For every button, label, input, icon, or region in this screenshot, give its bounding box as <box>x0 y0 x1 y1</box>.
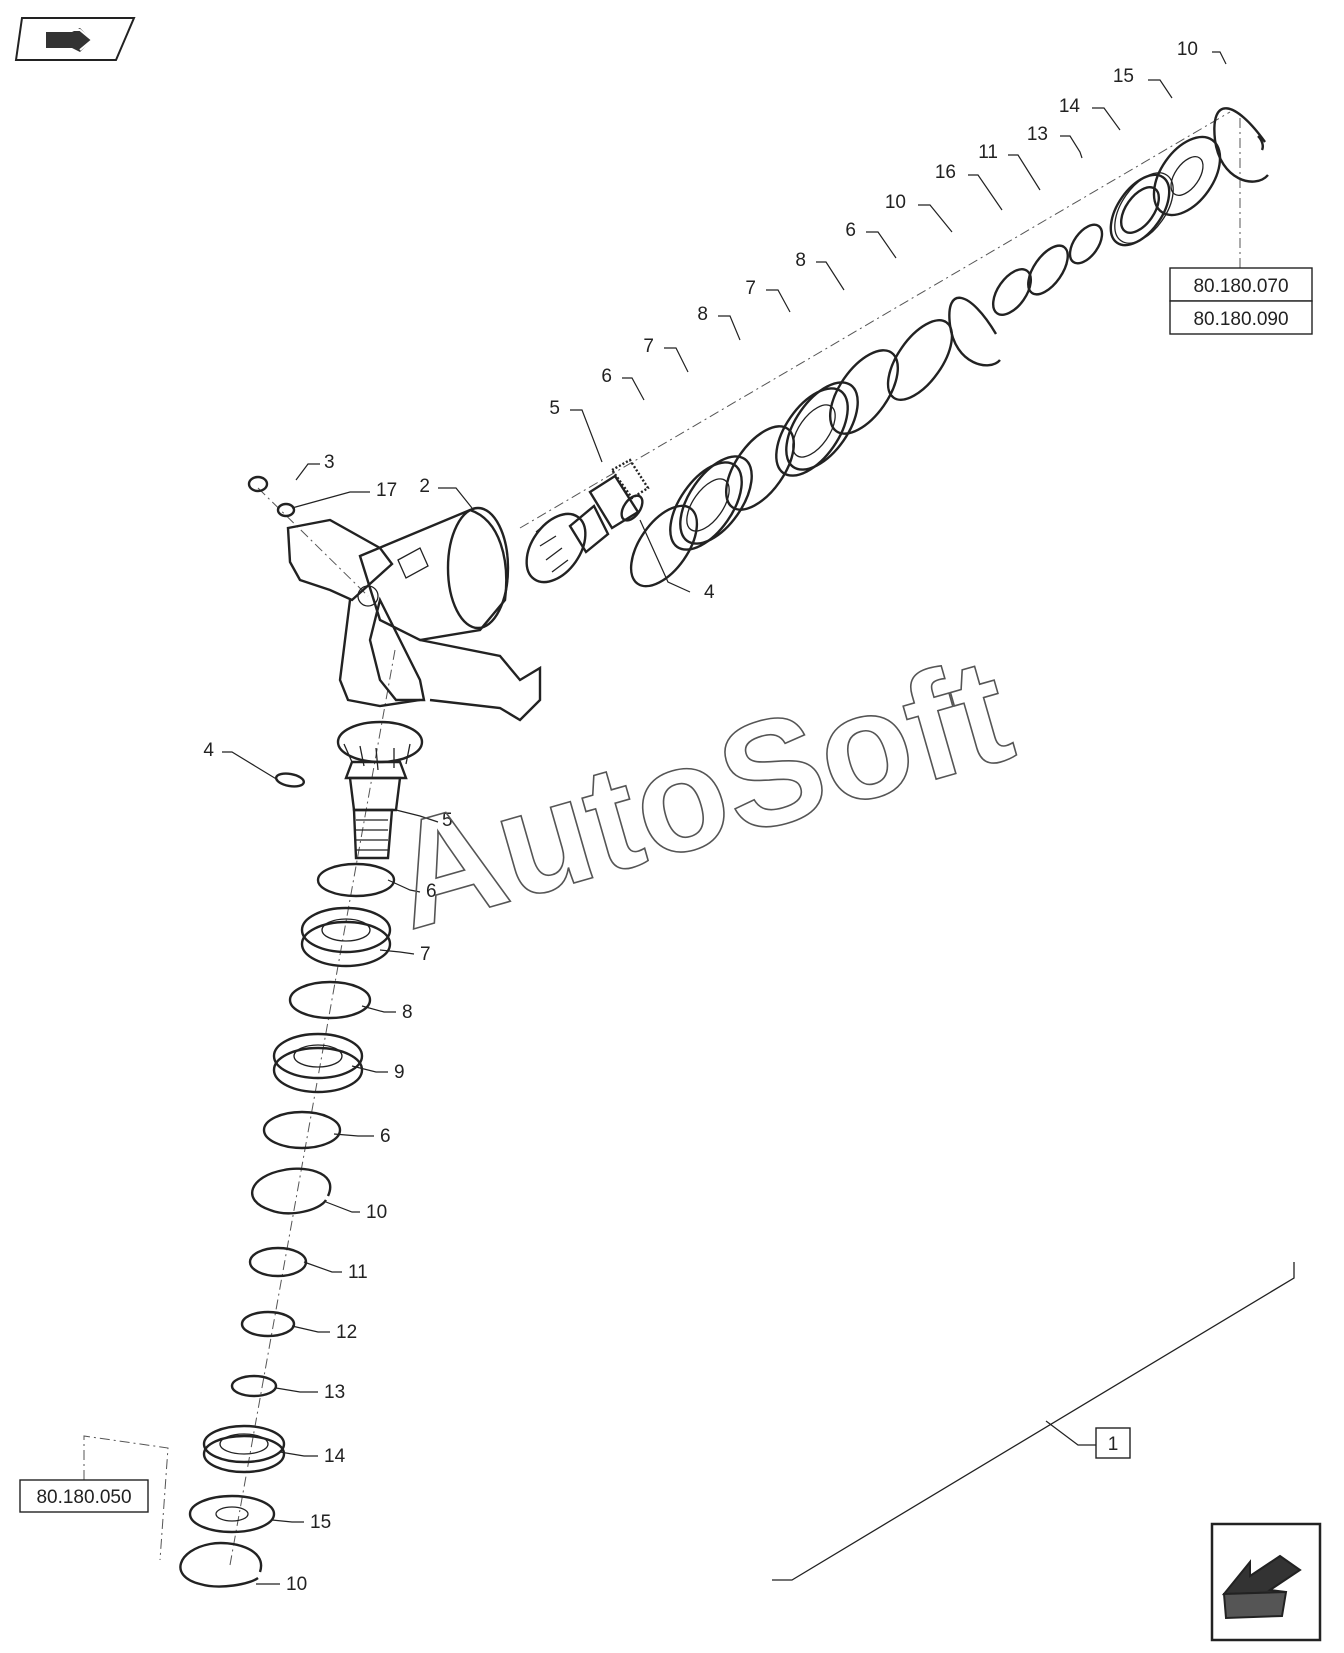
next-page-nav[interactable] <box>1210 1522 1322 1642</box>
assembly-callout-1: 1 <box>1108 1434 1119 1455</box>
callout-6: 6 <box>380 1126 391 1147</box>
callout-14: 14 <box>1059 96 1081 117</box>
book-arrow-left-icon <box>46 28 94 52</box>
callout-10: 10 <box>885 192 906 213</box>
callout-13: 13 <box>324 1382 345 1403</box>
reference-80-180-070: 80.180.070 <box>1193 276 1288 297</box>
reference-80-180-050: 80.180.050 <box>36 1487 131 1508</box>
callout-6: 6 <box>601 366 612 387</box>
callout-4: 4 <box>203 740 214 761</box>
callout-7: 7 <box>643 336 654 357</box>
callout-9: 9 <box>394 1062 405 1083</box>
arrow-left-down-icon <box>1221 1554 1302 1620</box>
callout-17: 17 <box>376 480 397 501</box>
lower-pinion-gear <box>336 720 424 860</box>
callout-10: 10 <box>1177 39 1198 60</box>
prev-page-nav[interactable] <box>14 17 136 61</box>
callout-5: 5 <box>549 398 560 419</box>
upper-pinion-gear <box>525 458 650 584</box>
callouts-upper: 10 15 14 13 11 16 10 6 8 7 8 7 6 5 4 <box>549 39 1198 603</box>
callout-2: 2 <box>419 476 430 497</box>
upper-parts <box>525 107 1269 588</box>
callout-11: 11 <box>348 1262 368 1283</box>
reference-box-lower[interactable]: 80.180.050 <box>19 1435 169 1561</box>
callout-14: 14 <box>324 1446 346 1467</box>
reference-box-upper[interactable]: 80.180.070 80.180.090 <box>1169 118 1313 335</box>
callouts-housing: 3 17 2 <box>324 452 430 501</box>
callout-13: 13 <box>1027 124 1048 145</box>
callout-15: 15 <box>1113 66 1134 87</box>
lower-parts <box>179 720 424 1588</box>
leader-lines <box>222 51 1227 1585</box>
callout-6: 6 <box>426 881 437 902</box>
callout-5: 5 <box>442 810 453 831</box>
callouts-lower: 4 5 6 7 8 9 6 10 11 12 13 14 15 10 <box>203 740 452 1595</box>
callout-4: 4 <box>704 582 715 603</box>
callout-16: 16 <box>935 162 956 183</box>
gearbox-housing <box>247 475 542 722</box>
callout-12: 12 <box>336 1322 357 1343</box>
callout-11: 11 <box>978 142 998 163</box>
callout-10: 10 <box>366 1202 387 1223</box>
callout-8: 8 <box>795 250 806 271</box>
reference-80-180-090: 80.180.090 <box>1193 309 1288 330</box>
lower-shaft-axis <box>229 649 396 1566</box>
callout-10: 10 <box>286 1574 307 1595</box>
assembly-bracket: 1 <box>772 1262 1295 1581</box>
callout-3: 3 <box>324 452 335 473</box>
upper-shaft-axis <box>519 111 1231 529</box>
callout-15: 15 <box>310 1512 331 1533</box>
callout-8: 8 <box>402 1002 413 1023</box>
callout-6: 6 <box>845 220 856 241</box>
callout-7: 7 <box>745 278 756 299</box>
callout-8: 8 <box>697 304 708 325</box>
watermark: AutoSoft <box>373 625 1028 961</box>
callout-7: 7 <box>420 944 431 965</box>
plug-axis <box>257 487 369 597</box>
